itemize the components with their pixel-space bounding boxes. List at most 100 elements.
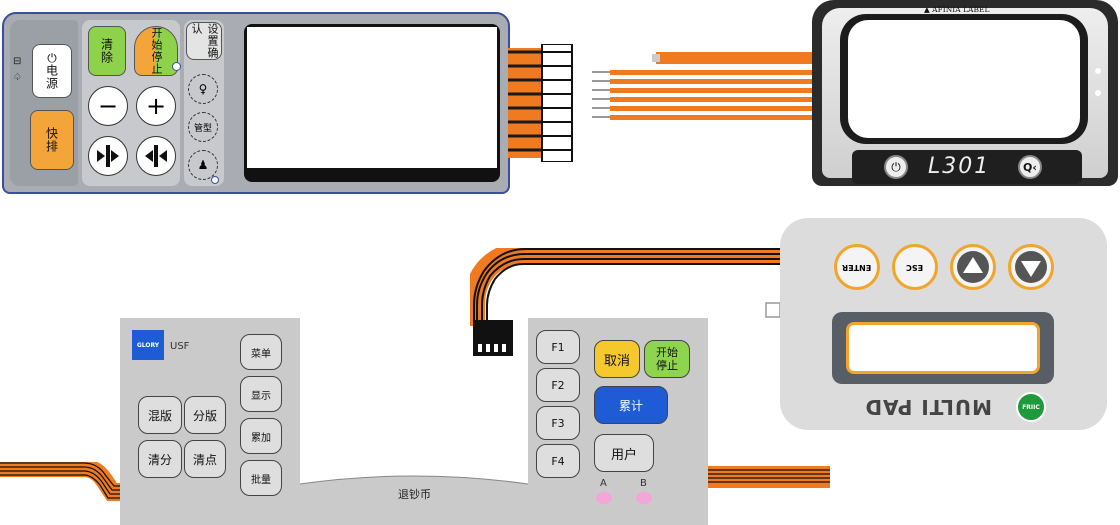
power-label: 电源 xyxy=(44,64,59,90)
right-button[interactable] xyxy=(136,136,176,176)
fast-discharge-button[interactable]: 快排 xyxy=(30,110,74,170)
led-a-label: A xyxy=(600,478,607,489)
power-button[interactable]: ⏻ xyxy=(884,155,908,179)
logo-text: MULTI PAD xyxy=(864,395,992,419)
minus-icon: − xyxy=(97,92,119,120)
plus-icon: + xyxy=(145,92,167,120)
total-label: 累计 xyxy=(618,398,643,413)
triangle-up-icon xyxy=(957,251,989,283)
model-label: L301 xyxy=(928,154,991,179)
lcd-area xyxy=(848,20,1080,138)
f1-button[interactable]: F1 xyxy=(536,330,580,364)
multipad-logo: MULTI PAD xyxy=(842,394,992,420)
side-key-3[interactable]: ♟ xyxy=(188,150,218,180)
lcd-area xyxy=(846,322,1040,374)
triangle-down-icon xyxy=(1015,251,1047,283)
side-key-1[interactable]: ♀ xyxy=(188,74,218,104)
display-button[interactable]: 显示 xyxy=(240,376,282,412)
menu-label: 菜单 xyxy=(251,348,271,360)
return-label: 退钞币 xyxy=(398,488,431,501)
sort-button[interactable]: 清分 xyxy=(138,440,182,478)
user-label: 用户 xyxy=(610,447,637,463)
f1-label: F1 xyxy=(551,340,565,354)
indicator-dot-2 xyxy=(1095,90,1101,96)
nurse-icon: ♟ xyxy=(197,158,209,172)
cancel-label: 取消 xyxy=(603,353,630,369)
display-label: 显示 xyxy=(251,390,271,402)
f3-button[interactable]: F3 xyxy=(536,406,580,440)
cancel-button[interactable]: 取消 xyxy=(594,340,640,378)
settings-label: 设置确认 xyxy=(190,23,219,59)
mixed-label: 混版 xyxy=(147,408,172,423)
brand-label: ▲ AFINIA LABEL xyxy=(924,5,990,14)
arrow-right-icon xyxy=(145,145,167,167)
start-stop-label: 开始停止 xyxy=(150,27,163,75)
led-a xyxy=(596,492,612,504)
esc-label: ESC xyxy=(906,262,924,272)
led-b-label: B xyxy=(640,478,647,489)
badge-text: FRIIC xyxy=(1022,403,1040,411)
battery-icon: ⊟ xyxy=(13,56,22,67)
membrane-panel-1: ⏻ 电源 ⊟ ♤ 快排 清除 开始停止 − + 设置确认 ♀ 管型 ♟ xyxy=(2,12,510,194)
count-label: 清点 xyxy=(192,452,217,467)
f4-label: F4 xyxy=(551,454,565,468)
power-button[interactable]: ⏻ 电源 xyxy=(32,44,72,98)
down-button[interactable] xyxy=(1008,244,1054,290)
start-stop-label: 开始停止 xyxy=(656,346,678,372)
left-strip: ⏻ 电源 ⊟ ♤ 快排 xyxy=(10,20,78,186)
membrane-panel-3: ENTER ESC MULTI PAD FRIIC xyxy=(780,218,1107,430)
status-led xyxy=(172,62,181,71)
power-icon: ⏻ xyxy=(891,159,901,174)
f3-label: F3 xyxy=(551,416,565,430)
lcd-area xyxy=(247,27,497,168)
ribbon-cable-1 xyxy=(508,44,573,162)
batch-button[interactable]: 批量 xyxy=(240,460,282,496)
clear-label: 清除 xyxy=(99,38,114,64)
power-icon: ⏻ xyxy=(47,51,57,65)
f2-button[interactable]: F2 xyxy=(536,368,580,402)
indicator-dot-1 xyxy=(1095,68,1101,74)
minus-button[interactable]: − xyxy=(88,86,128,126)
ribbon-cable-4-left xyxy=(0,462,124,501)
arrow-left-icon xyxy=(97,145,119,167)
f2-label: F2 xyxy=(551,378,565,392)
total-button[interactable]: 累计 xyxy=(594,386,668,424)
split-button[interactable]: 分版 xyxy=(184,396,226,434)
f4-button[interactable]: F4 xyxy=(536,444,580,478)
mains-icon: ♤ xyxy=(13,72,22,83)
enter-label: ENTER xyxy=(842,262,872,272)
menu-button[interactable]: 菜单 xyxy=(240,334,282,370)
esc-button[interactable]: ESC xyxy=(892,244,938,290)
feed-button[interactable]: Q‹ xyxy=(1018,155,1042,179)
clear-button[interactable]: 清除 xyxy=(88,26,126,76)
bulb-icon: ♀ xyxy=(198,82,208,96)
add-label: 累加 xyxy=(251,432,271,444)
glory-logo: GLORY xyxy=(132,330,164,360)
brand-text: AFINIA LABEL xyxy=(932,5,990,14)
user-button[interactable]: 用户 xyxy=(594,434,654,472)
friic-badge: FRIIC xyxy=(1016,392,1046,422)
membrane-panel-2: ▲ AFINIA LABEL ⏻ L301 Q‹ xyxy=(812,0,1118,186)
ribbon-cable-4-right xyxy=(706,466,830,488)
start-stop-button[interactable]: 开始停止 xyxy=(134,26,178,76)
display-window xyxy=(244,24,500,182)
ribbon-cable-3 xyxy=(470,248,782,356)
led-b xyxy=(636,492,652,504)
tube-label: 管型 xyxy=(193,123,212,134)
side-key-2[interactable]: 管型 xyxy=(188,112,218,142)
up-button[interactable] xyxy=(950,244,996,290)
mixed-button[interactable]: 混版 xyxy=(138,396,182,434)
count-button[interactable]: 清点 xyxy=(184,440,226,478)
model-label: USF xyxy=(170,341,190,352)
add-button[interactable]: 累加 xyxy=(240,418,282,454)
batch-label: 批量 xyxy=(251,474,271,486)
settings-button[interactable]: 设置确认 xyxy=(186,22,222,60)
start-stop-button[interactable]: 开始停止 xyxy=(644,340,690,378)
glory-text: GLORY xyxy=(136,341,160,349)
plus-button[interactable]: + xyxy=(136,86,176,126)
enter-button[interactable]: ENTER xyxy=(834,244,880,290)
feed-icon: Q‹ xyxy=(1023,160,1037,174)
sort-label: 清分 xyxy=(147,452,172,467)
left-button[interactable] xyxy=(88,136,128,176)
split-label: 分版 xyxy=(192,408,217,423)
